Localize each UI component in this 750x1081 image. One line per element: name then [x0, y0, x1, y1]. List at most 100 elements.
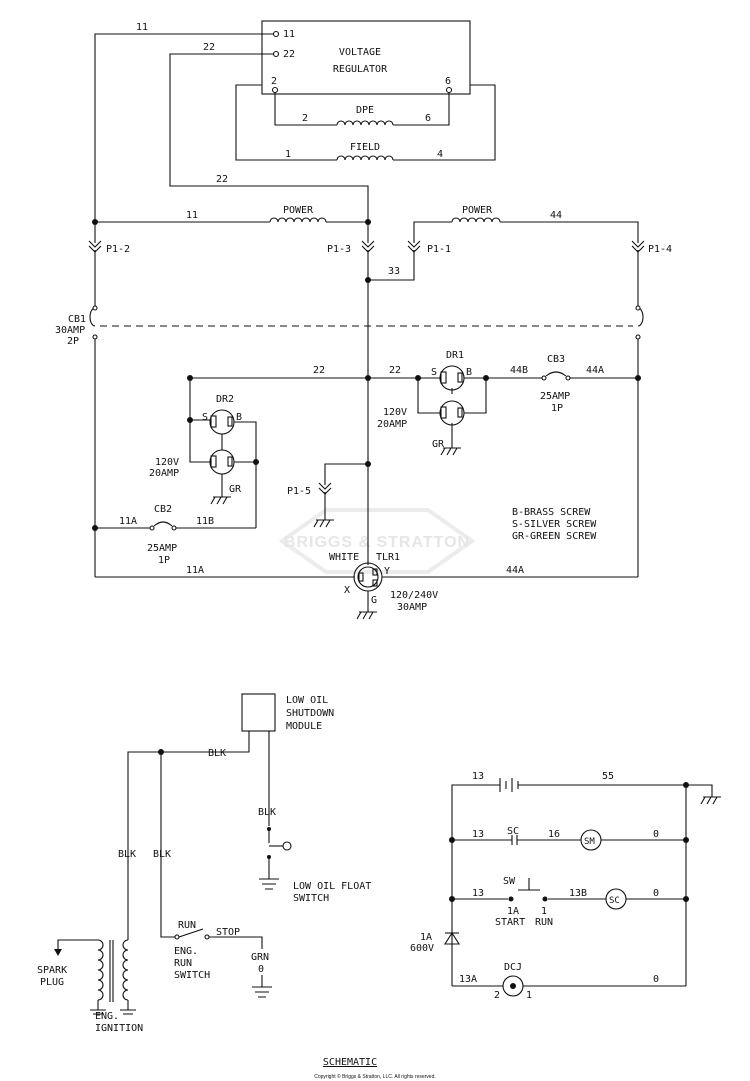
wire-label-11-power: 11	[186, 210, 198, 221]
dr1-amps: 20AMP	[377, 419, 407, 430]
plug-p1-5-ground: P1-5	[287, 461, 371, 528]
power-winding-left: POWER 11	[92, 205, 371, 225]
dr2-voltage: 120V	[155, 457, 179, 468]
bus-22: 22 22	[187, 365, 421, 420]
dr2-b: B	[236, 412, 242, 423]
starter-sw: SW	[503, 876, 516, 887]
dr2-s: S	[202, 412, 208, 423]
starter-start-label: START	[495, 917, 525, 928]
screw-legend: B-BRASS SCREW S-SILVER SCREW GR-GREEN SC…	[512, 507, 597, 542]
regulator-terminal-22: 22	[283, 49, 295, 60]
wire-label-13-battery: 13	[472, 771, 484, 782]
wire-label-16: 16	[548, 829, 560, 840]
wire-label-44-power: 44	[550, 210, 562, 221]
wire-label-blk-mid: BLK	[153, 849, 171, 860]
tlr1-amps: 30AMP	[397, 602, 427, 613]
circuit-breaker-cb1: CB1 30AMP 2P	[55, 305, 644, 347]
wire-label-11-top: 11	[136, 22, 148, 33]
schematic-title: SCHEMATIC	[323, 1057, 377, 1068]
wire-label-13-sw: 13	[472, 888, 484, 899]
zero-label-2: 0	[653, 888, 659, 899]
wire-label-blk-float: BLK	[258, 807, 276, 818]
wire-label-blk-top: BLK	[208, 748, 226, 759]
cb3-name: CB3	[547, 354, 565, 365]
starter-motor-sm: SM	[584, 837, 595, 847]
cb1-rating: 30AMP	[55, 325, 85, 336]
wire-label-33: 33	[388, 266, 400, 277]
dr2-gr: GR	[229, 484, 242, 495]
wire-label-22-mid: 22	[216, 174, 228, 185]
dpe-label: DPE	[356, 105, 374, 116]
cb2-name: CB2	[154, 504, 172, 515]
dr1-voltage: 120V	[383, 407, 407, 418]
starter-run-label: RUN	[535, 917, 553, 928]
regulator-terminal-2: 2	[271, 76, 277, 87]
twist-lock-receptacle-tlr1: WHITE TLR1 Y X G 120/240V 30AMP 11A 44A	[95, 552, 638, 620]
cb1-name: CB1	[68, 314, 86, 325]
regulator-terminal-11: 11	[283, 29, 295, 40]
zero-label-1: 0	[653, 829, 659, 840]
circuit-breaker-cb2: 11A 11B CB2 25AMP 1P	[92, 504, 256, 566]
legend-green: GR-GREEN SCREW	[512, 531, 597, 542]
eng-run-line-1: ENG.	[174, 946, 198, 957]
module-line-2: SHUTDOWN	[286, 708, 334, 719]
dcj-terminal-1: 1	[526, 990, 532, 1001]
wire-label-11a-bottom: 11A	[186, 565, 204, 576]
eng-run-run: RUN	[178, 920, 196, 931]
eng-run-line-3: SWITCH	[174, 970, 210, 981]
cb1-poles: 2P	[67, 336, 79, 347]
plug-p1-5: P1-5	[287, 486, 311, 497]
cb3-poles: 1P	[551, 403, 563, 414]
wire-label-11b: 11B	[196, 516, 214, 527]
wire-label-44b: 44B	[510, 365, 528, 376]
wire-label-blk-left: BLK	[118, 849, 136, 860]
dcj-terminal-2: 2	[494, 990, 500, 1001]
dpe-right-terminal: 6	[425, 113, 431, 124]
field-label: FIELD	[350, 142, 380, 153]
dr1-gr: GR	[432, 439, 445, 450]
regulator-wiring: 11 22 22 DPE 2 6 FIELD 1 4	[94, 22, 496, 222]
field-coil	[336, 155, 394, 161]
eng-ignition-line-2: IGNITION	[95, 1023, 143, 1034]
copyright-notice: Copyright © Briggs & Stratton, LLC. All …	[314, 1073, 436, 1080]
wire-label-1: 1	[541, 906, 547, 917]
field-left-terminal: 1	[285, 149, 291, 160]
regulator-terminal-6: 6	[445, 76, 451, 87]
receptacle-dr1: DR1 S B 120V 20AMP GR	[377, 350, 489, 456]
watermark-logo: BRIGGS & STRATTON	[278, 508, 476, 574]
wire-label-13b: 13B	[569, 888, 587, 899]
wire-label-13a: 13A	[459, 974, 477, 985]
tlr1-voltage: 120/240V	[390, 590, 438, 601]
starter-sc-contact: SC	[507, 826, 519, 837]
eng-run-stop: STOP	[216, 927, 240, 938]
dr2-amps: 20AMP	[149, 468, 179, 479]
starter-sc-coil: SC	[609, 896, 620, 906]
tlr1-name: TLR1	[376, 552, 400, 563]
dr2-name: DR2	[216, 394, 234, 405]
plug-p1-4: P1-4	[648, 244, 672, 255]
wire-label-13-sc: 13	[472, 829, 484, 840]
plug-connectors: P1-2 P1-3 P1-1 33 P1-4	[88, 222, 672, 308]
cb2-rating: 25AMP	[147, 543, 177, 554]
dpe-coil	[336, 120, 394, 126]
dr1-s: S	[431, 367, 437, 378]
tlr1-x: X	[344, 585, 350, 596]
power-left-label: POWER	[283, 205, 314, 216]
dcj-label: DCJ	[504, 962, 522, 973]
eng-run-line-2: RUN	[174, 958, 192, 969]
legend-silver: S-SILVER SCREW	[512, 519, 597, 530]
power-right-label: POWER	[462, 205, 493, 216]
wire-label-44a-cb3: 44A	[586, 365, 604, 376]
circuit-breaker-cb3: 44B 44A CB3 25AMP 1P	[486, 354, 641, 414]
tlr1-y: Y	[384, 566, 390, 577]
wire-label-grn-0: 0	[258, 964, 264, 975]
starter-circuit: 13 55 SM 13 SC 16 0 SC 13 SW 1A 1 START …	[410, 771, 721, 1001]
eng-ignition-line-1: ENG.	[95, 1011, 119, 1022]
module-line-1: LOW OIL	[286, 695, 328, 706]
wire-label-11a-cb2: 11A	[119, 516, 137, 527]
spark-plug-line-1: SPARK	[37, 965, 67, 976]
zero-label-3: 0	[653, 974, 659, 985]
regulator-title-2: REGULATOR	[333, 64, 388, 75]
float-switch-line-1: LOW OIL FLOAT	[293, 881, 371, 892]
